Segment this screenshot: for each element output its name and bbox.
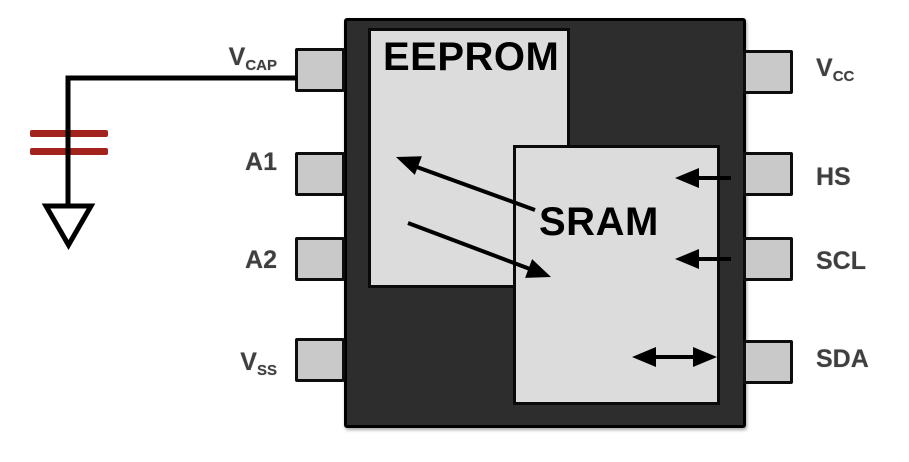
capacitor-icon	[30, 130, 108, 137]
pin-vcc	[743, 50, 793, 94]
pin-a1	[295, 152, 345, 196]
pin-label-scl: SCL	[816, 247, 866, 275]
pin-label-hs: HS	[816, 163, 851, 191]
chip-body: EEPROM SRAM	[344, 18, 746, 428]
pin-label-sda: SDA	[816, 345, 869, 373]
pin-hs	[743, 152, 793, 196]
pin-vcap	[295, 48, 345, 92]
sram-block: SRAM	[513, 145, 720, 405]
pin-label-vcap: VCAP	[228, 43, 277, 74]
sram-label: SRAM	[539, 200, 659, 244]
ground-icon	[41, 203, 96, 251]
pin-label-a1: A1	[245, 148, 277, 176]
pin-a2	[295, 237, 345, 281]
pin-scl	[743, 237, 793, 281]
capacitor-icon	[30, 148, 108, 155]
eeprom-label: EEPROM	[383, 35, 560, 79]
pin-sda	[743, 340, 793, 384]
pin-vss	[295, 338, 345, 382]
pin-label-vcc: VCC	[816, 54, 855, 85]
pin-label-a2: A2	[245, 246, 277, 274]
vcap-wire	[65, 75, 297, 205]
pin-label-vss: VSS	[240, 348, 277, 379]
